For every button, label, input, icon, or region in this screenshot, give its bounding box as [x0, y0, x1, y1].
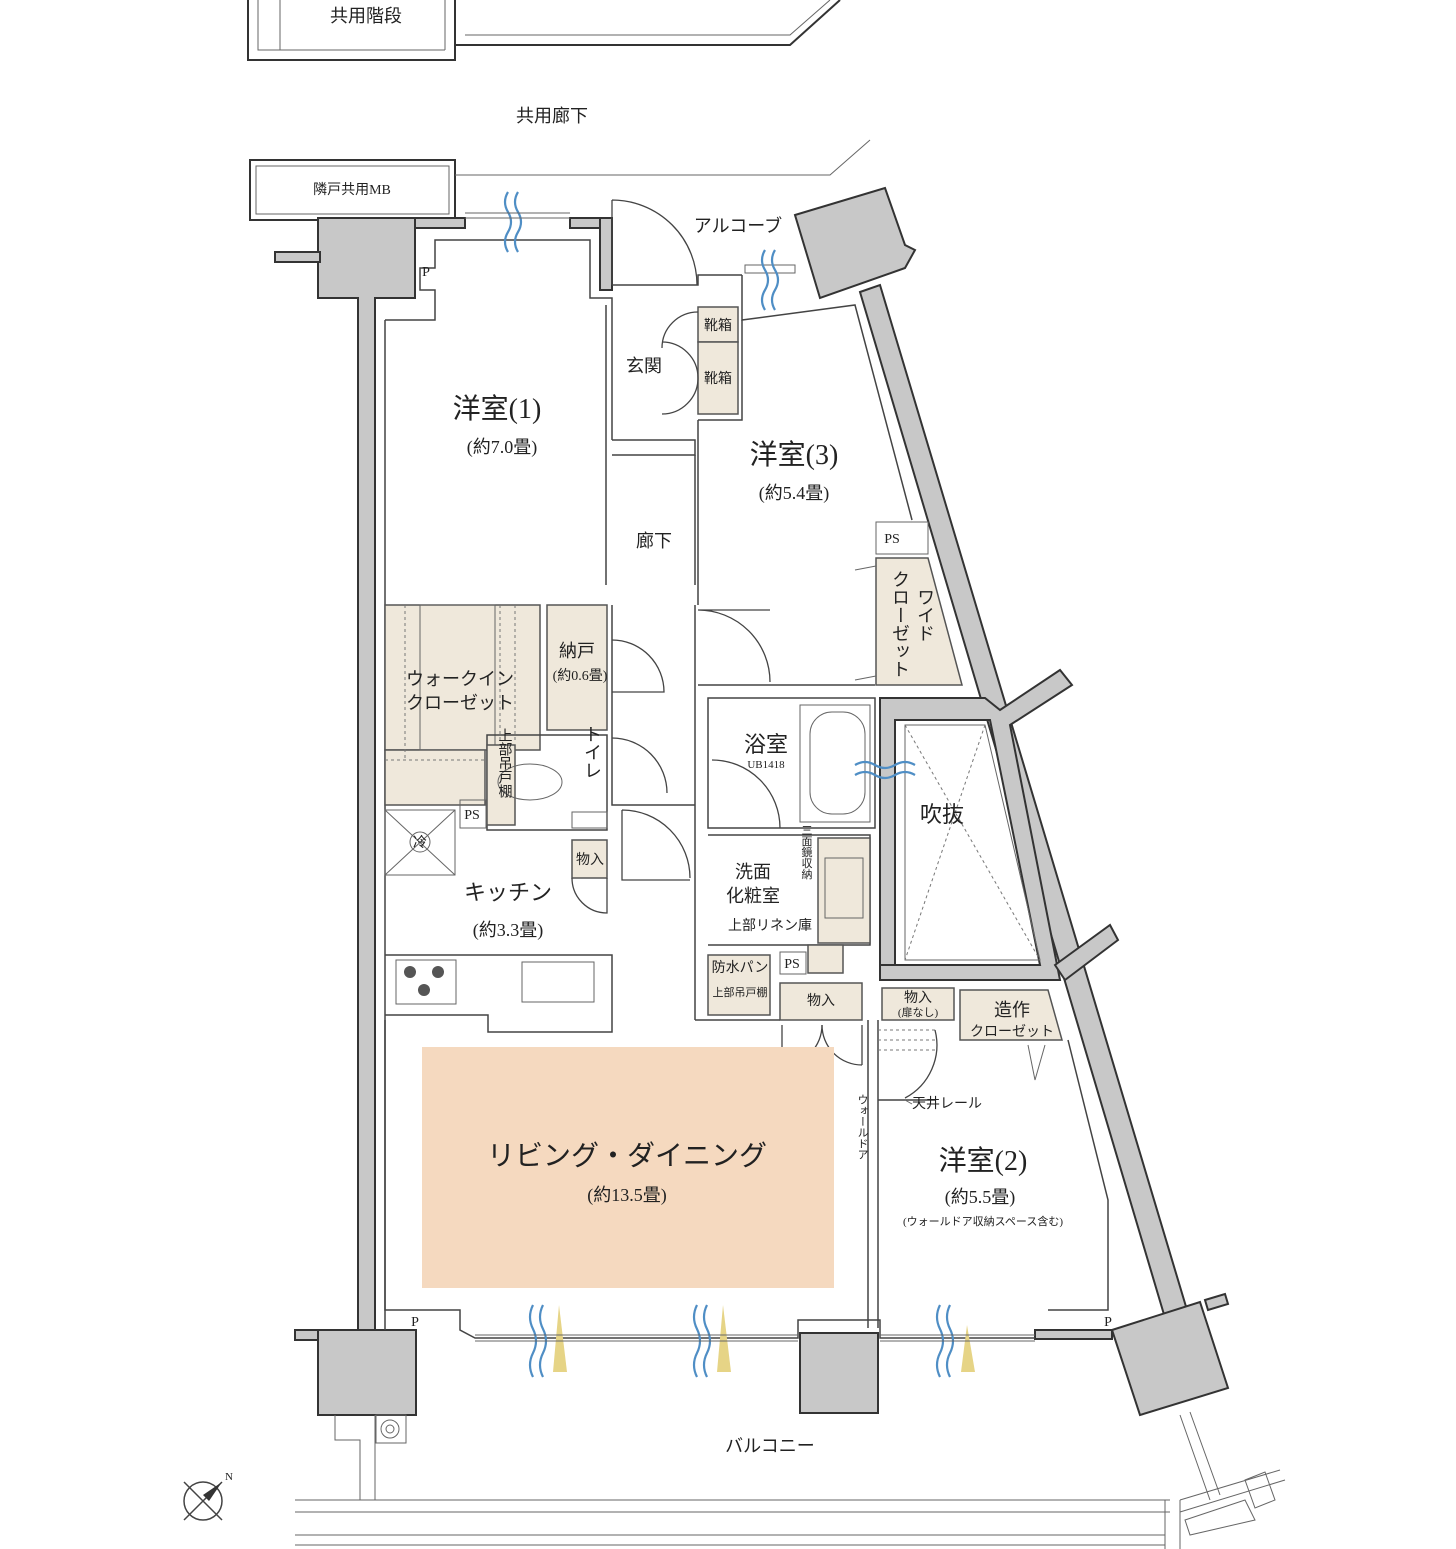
neighbor-mb-label: 隣戸共用MB — [313, 182, 391, 198]
alcove-label: アルコーブ — [694, 215, 782, 236]
sunlight-icon — [717, 1305, 731, 1372]
kitchen-size: (約3.3畳) — [473, 920, 544, 941]
wic-area: ウォークイン クローゼット 納戸 (約0.6畳) 上部吊戸棚 トイレ PS — [384, 604, 668, 831]
room1-name: 洋室(1) — [453, 393, 542, 425]
room1-size: (約7.0畳) — [467, 437, 538, 458]
p-mark-right: P — [1104, 1315, 1112, 1330]
built-closet-label-2: クローゼット — [970, 1024, 1054, 1040]
room-2: 物入 (扉なし) 造作 クローゼット 天井レール ウォールドア 洋室(2) (約… — [856, 987, 1063, 1228]
room3-size: (約5.4畳) — [759, 483, 830, 504]
ps-room3: PS — [884, 532, 900, 547]
ld-name: リビング・ダイニング — [487, 1140, 767, 1172]
wide-closet-label-1: ワイド — [915, 588, 935, 642]
window-frames — [465, 212, 1035, 1342]
waterproof-pan-label: 防水パン — [712, 960, 769, 976]
nodoor-storage-label-1: 物入 — [904, 990, 932, 1006]
wash-storage-label: 物入 — [807, 993, 835, 1009]
ps-toilet: PS — [464, 808, 480, 823]
nodoor-storage-label-2: (扉なし) — [898, 1006, 939, 1019]
room2-size: (約5.5畳) — [945, 1187, 1016, 1208]
wash-shelf-label: 上部吊戸棚 — [713, 985, 768, 999]
common-stairs: 共用階段 — [247, 0, 841, 61]
toilet-label: トイレ — [582, 725, 602, 779]
kitchen-name: キッチン — [464, 880, 552, 905]
wic-label-1: ウォークイン — [406, 669, 514, 689]
compass-north-label: N — [225, 1471, 233, 1483]
entrance-label: 玄関 — [626, 356, 662, 376]
shoe-box-2-label: 靴箱 — [704, 371, 732, 387]
ld-floor-highlight — [422, 1047, 834, 1288]
wash-label-2: 化粧室 — [726, 886, 780, 906]
atrium-label: 吹抜 — [920, 802, 964, 827]
atrium: 吹抜 — [904, 724, 1041, 961]
p-mark-top: P — [422, 265, 430, 280]
ld-size: (約13.5畳) — [587, 1185, 667, 1206]
compass-icon: N — [183, 1471, 233, 1521]
p-mark-left: P — [411, 1315, 419, 1330]
storeroom-name: 納戸 — [559, 641, 595, 661]
living-dining: リビング・ダイニング (約13.5畳) P P — [411, 1047, 1112, 1330]
ps-wash: PS — [784, 957, 800, 972]
linen-label: 上部リネン庫 — [728, 917, 812, 934]
bathroom: 浴室 UB1418 — [711, 704, 871, 829]
room2-name: 洋室(2) — [939, 1145, 1028, 1177]
shoe-box-1-label: 靴箱 — [704, 318, 732, 334]
toilet-shelf-label: 上部吊戸棚 — [497, 728, 513, 798]
sunlight-icon — [961, 1325, 975, 1372]
entrance-area: アルコーブ 玄関 靴箱 靴箱 — [611, 199, 796, 415]
common-corridor-label: 共用廊下 — [516, 106, 588, 126]
wic-label-2: クローゼット — [406, 693, 514, 713]
built-closet-label-1: 造作 — [994, 1000, 1030, 1020]
kitchen-storage-label: 物入 — [576, 852, 604, 868]
room-3: 洋室(3) (約5.4畳) PS ワイド クローゼット — [697, 439, 963, 686]
room-1: 洋室(1) (約7.0畳) P — [422, 265, 541, 458]
wall-door-label: ウォールドア — [856, 1094, 869, 1160]
hallway-label: 廊下 — [636, 531, 672, 551]
wind-icon — [503, 191, 523, 253]
common-stairs-label: 共用階段 — [330, 6, 402, 26]
wind-icon — [854, 760, 916, 780]
sunlight-icon — [553, 1305, 567, 1372]
bath-name: 浴室 — [744, 732, 788, 757]
wind-icon — [760, 249, 780, 311]
balcony-label: バルコニー — [725, 1436, 815, 1456]
bath-model: UB1418 — [747, 759, 785, 771]
room2-note: (ウォールドア収納スペース含む) — [903, 1214, 1063, 1228]
kitchen: 冷 キッチン (約3.3畳) 物入 — [384, 809, 691, 1005]
neighbor-mb: 隣戸共用MB — [249, 159, 456, 221]
balcony: バルコニー — [295, 1411, 1286, 1549]
structural-walls — [274, 186, 1230, 1417]
fridge-label: 冷 — [413, 835, 427, 851]
mirror-storage-label: 三面鏡収納 — [800, 825, 813, 881]
ceiling-rail-label: 天井レール — [912, 1096, 982, 1112]
wash-label-1: 洗面 — [735, 862, 771, 882]
room3-name: 洋室(3) — [750, 439, 839, 471]
storeroom-size: (約0.6畳) — [553, 668, 608, 684]
wide-closet-label-2: クローゼット — [890, 570, 910, 678]
